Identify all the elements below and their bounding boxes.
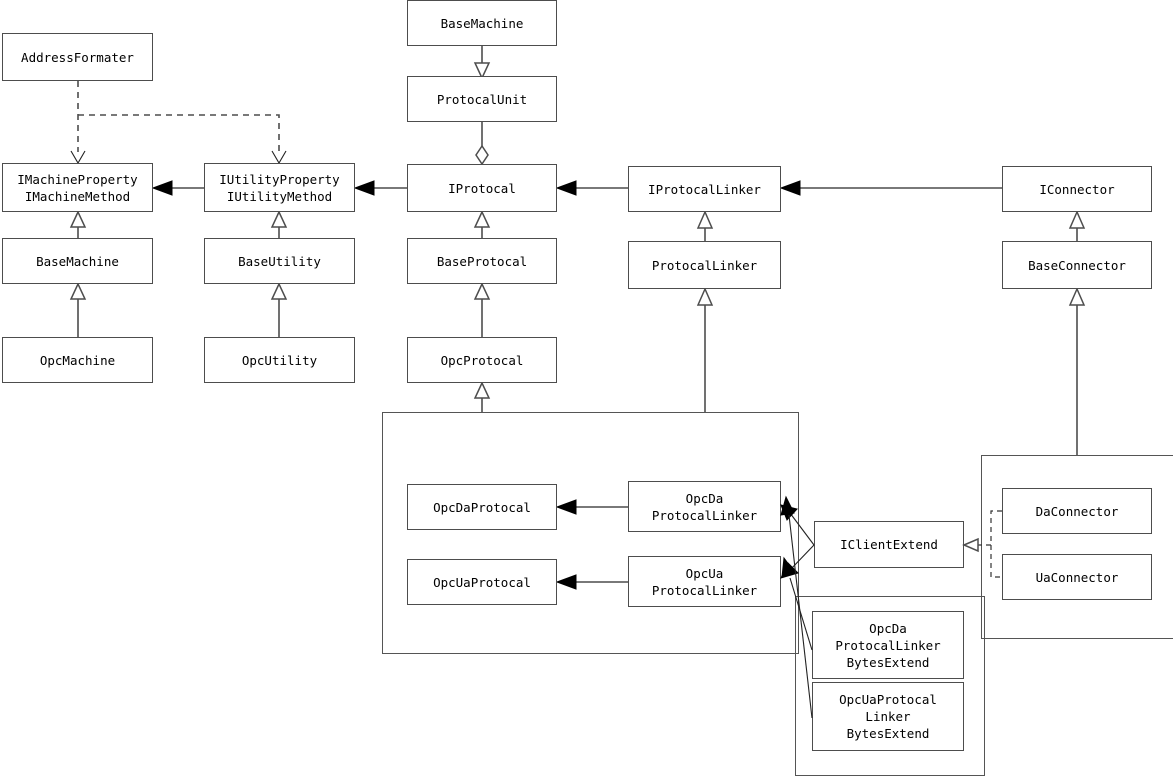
protocal-implementations-group	[382, 412, 799, 654]
node-protocal-linker[interactable]: ProtocalLinker	[628, 241, 781, 289]
node-protocal-unit[interactable]: ProtocalUnit	[407, 76, 557, 122]
node-iclient-extend[interactable]: IClientExtend	[814, 521, 964, 568]
connector-implementations-group	[981, 455, 1173, 639]
node-base-connector[interactable]: BaseConnector	[1002, 241, 1152, 289]
node-iconnector[interactable]: IConnector	[1002, 166, 1152, 212]
node-da-connector[interactable]: DaConnector	[1002, 488, 1152, 534]
node-opc-ua-protocal-linker[interactable]: OpcUa ProtocalLinker	[628, 556, 781, 607]
node-opc-machine[interactable]: OpcMachine	[2, 337, 153, 383]
node-iprotocal-linker[interactable]: IProtocalLinker	[628, 166, 781, 212]
node-opc-protocal[interactable]: OpcProtocal	[407, 337, 557, 383]
node-base-protocal[interactable]: BaseProtocal	[407, 238, 557, 284]
node-opc-da-protocal-linker[interactable]: OpcDa ProtocalLinker	[628, 481, 781, 532]
node-base-utility[interactable]: BaseUtility	[204, 238, 355, 284]
node-opc-ua-protocal-linker-bytes-extend[interactable]: OpcUaProtocal Linker BytesExtend	[812, 682, 964, 751]
node-iutility-property-method[interactable]: IUtilityProperty IUtilityMethod	[204, 163, 355, 212]
node-opc-ua-protocal[interactable]: OpcUaProtocal	[407, 559, 557, 605]
node-base-machine[interactable]: BaseMachine	[2, 238, 153, 284]
node-opc-da-protocal[interactable]: OpcDaProtocal	[407, 484, 557, 530]
node-ua-connector[interactable]: UaConnector	[1002, 554, 1152, 600]
node-iprotocal[interactable]: IProtocal	[407, 164, 557, 212]
node-address-formater[interactable]: AddressFormater	[2, 33, 153, 81]
node-base-machine-top[interactable]: BaseMachine	[407, 0, 557, 46]
node-opc-utility[interactable]: OpcUtility	[204, 337, 355, 383]
node-opc-da-protocal-linker-bytes-extend[interactable]: OpcDa ProtocalLinker BytesExtend	[812, 611, 964, 679]
node-imachine-property-method[interactable]: IMachineProperty IMachineMethod	[2, 163, 153, 212]
